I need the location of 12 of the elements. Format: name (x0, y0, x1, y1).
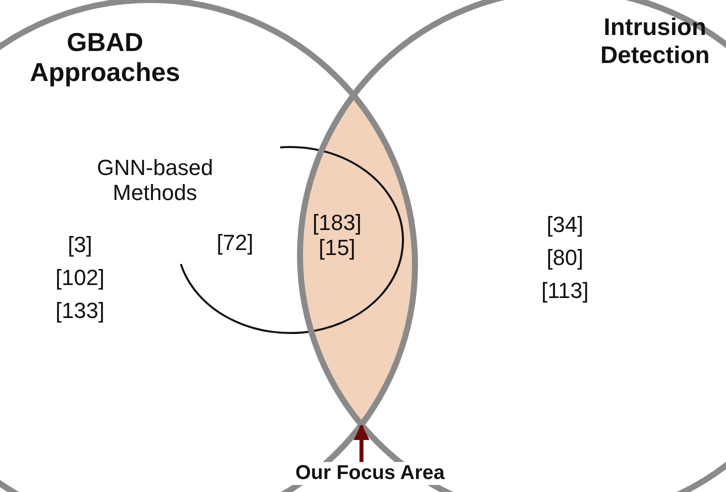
citation: [72] (216, 230, 254, 256)
citation: [3] (66, 232, 94, 258)
citation: [102] (54, 265, 106, 290)
citation: [133] (54, 298, 106, 324)
set-label: GNN-based Methods (96, 155, 214, 206)
citation-list: [183] [15] (292, 210, 382, 261)
citation: [113] (540, 278, 590, 304)
circle-title: Intrusion Detection (599, 14, 711, 70)
citation: [80] (546, 245, 584, 270)
circle-title: GBAD Approaches (28, 28, 182, 88)
citation: [34] (546, 212, 584, 238)
arrow (353, 424, 370, 462)
